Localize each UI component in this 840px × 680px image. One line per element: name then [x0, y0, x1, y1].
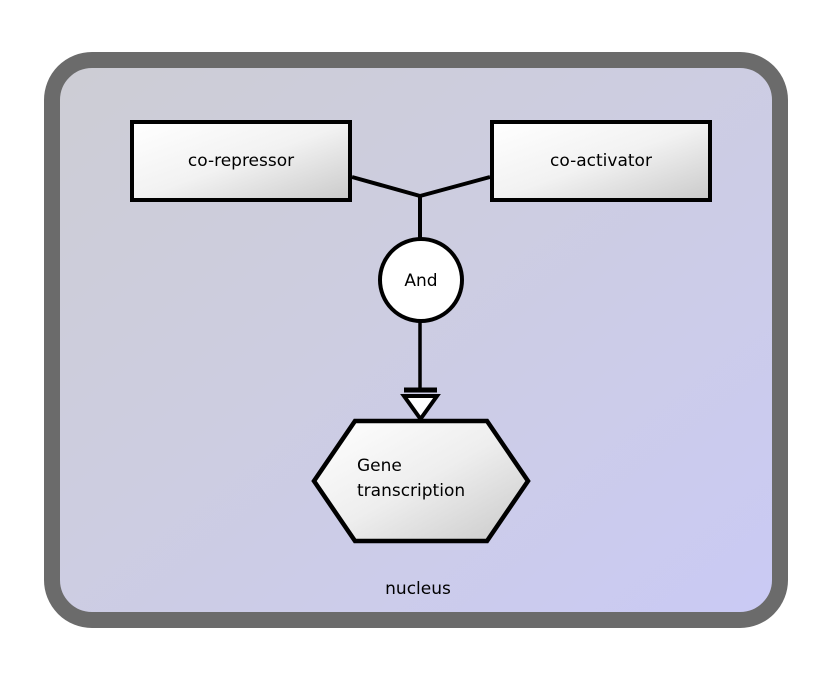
- gene-transcription-label-line2: transcription: [357, 481, 465, 501]
- gene-transcription-hexagon: [311, 418, 531, 544]
- edge-layer: [351, 175, 491, 423]
- and-gate-circle: [378, 237, 464, 323]
- node-co-activator[interactable]: co-activator: [490, 120, 712, 202]
- co-activator-box: [490, 120, 712, 202]
- node-and-gate[interactable]: And: [378, 237, 464, 323]
- node-co-repressor[interactable]: co-repressor: [130, 120, 352, 202]
- node-gene-transcription[interactable]: Gene transcription: [311, 418, 531, 544]
- nucleus-label: nucleus: [385, 579, 451, 599]
- gene-transcription-label-line1: Gene: [357, 456, 402, 476]
- edge-and-to-gene-transcription[interactable]: [400, 322, 441, 423]
- co-repressor-box: [130, 120, 352, 202]
- co-repressor-label: co-repressor: [188, 151, 294, 171]
- edge-co-activator-to-and[interactable]: [419, 175, 491, 198]
- open-triangle-arrowhead-icon: [400, 394, 441, 423]
- and-gate-label: And: [404, 271, 437, 291]
- co-activator-label: co-activator: [550, 151, 652, 171]
